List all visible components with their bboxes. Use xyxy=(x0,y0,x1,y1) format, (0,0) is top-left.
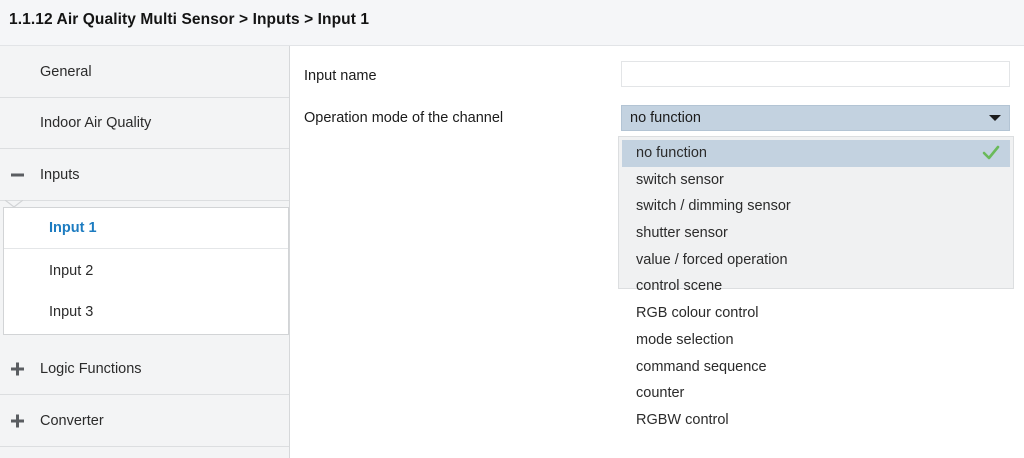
dropdown-option[interactable]: switch / dimming sensor xyxy=(622,193,1010,220)
input-name-label: Input name xyxy=(304,68,377,84)
plus-expander-icon[interactable] xyxy=(11,362,24,375)
parameter-content: Input name Operation mode of the channel… xyxy=(290,46,1024,458)
operation-mode-label: Operation mode of the channel xyxy=(304,110,504,126)
sidebar-subitem-input-3[interactable]: Input 3 xyxy=(4,291,288,332)
dropdown-option-label: switch / dimming sensor xyxy=(636,198,791,215)
dropdown-option-label: value / forced operation xyxy=(636,251,788,268)
dropdown-option[interactable]: RGBW control xyxy=(622,407,1010,434)
dropdown-option[interactable]: switch sensor xyxy=(622,167,1010,194)
dropdown-option-label: no function xyxy=(636,145,707,161)
sidebar-item-label: General xyxy=(40,63,92,80)
dropdown-option[interactable]: control scene xyxy=(622,273,1010,300)
sidebar-item-converter[interactable]: Converter xyxy=(0,395,289,447)
operation-mode-option-list: no function switch sensor switch / dimming… xyxy=(622,140,1010,434)
dropdown-option[interactable]: mode selection xyxy=(622,327,1010,354)
dropdown-option-label: RGB colour control xyxy=(636,305,759,322)
sidebar-item-inputs[interactable]: Inputs xyxy=(0,149,289,201)
dropdown-option-label: shutter sensor xyxy=(636,225,728,242)
sidebar-item-logic-functions[interactable]: Logic Functions xyxy=(0,343,289,395)
sidebar-subitem-label: Input 3 xyxy=(49,303,94,320)
dropdown-option-label: command sequence xyxy=(636,358,767,375)
dropdown-option-label: RGBW control xyxy=(636,411,729,428)
dropdown-option[interactable]: command sequence xyxy=(622,354,1010,381)
sidebar-item-indoor-air-quality[interactable]: Indoor Air Quality xyxy=(0,98,289,149)
sidebar-item-label: Converter xyxy=(40,412,104,429)
sidebar-item-label: Inputs xyxy=(40,166,80,183)
inputs-subpanel: Input 1 Input 2 Input 3 xyxy=(3,207,289,335)
operation-mode-dropdown[interactable]: no function switch sensor switch / dimming… xyxy=(618,136,1014,428)
dropdown-option[interactable]: counter xyxy=(622,380,1010,407)
breadcrumb: 1.1.12 Air Quality Multi Sensor > Inputs… xyxy=(9,11,370,28)
operation-mode-selected-value: no function xyxy=(630,110,701,126)
sidebar: General Indoor Air Quality Inputs Logic … xyxy=(0,46,290,458)
header-bar: 1.1.12 Air Quality Multi Sensor > Inputs… xyxy=(0,0,1024,46)
dropdown-option[interactable]: RGB colour control xyxy=(622,300,1010,327)
sidebar-item-label: Logic Functions xyxy=(40,360,142,377)
sidebar-subitem-input-2[interactable]: Input 2 xyxy=(4,250,288,291)
sidebar-item-filler xyxy=(0,447,289,458)
sidebar-item-label: Indoor Air Quality xyxy=(40,115,152,131)
dropdown-option-label: mode selection xyxy=(636,331,734,348)
sidebar-subitem-input-1[interactable]: Input 1 xyxy=(4,208,288,249)
dropdown-option[interactable]: no function xyxy=(622,140,1010,167)
dropdown-option-label: switch sensor xyxy=(636,171,724,188)
subpanel-notch-icon xyxy=(5,200,23,208)
input-name-field[interactable] xyxy=(621,61,1010,87)
dropdown-option-label: counter xyxy=(636,385,685,402)
dropdown-option[interactable]: value / forced operation xyxy=(622,247,1010,274)
sidebar-subitem-label: Input 2 xyxy=(49,262,94,279)
sidebar-item-general[interactable]: General xyxy=(0,46,289,98)
operation-mode-combobox[interactable]: no function xyxy=(621,105,1010,131)
minus-expander-icon[interactable] xyxy=(11,168,24,181)
checkmark-icon xyxy=(982,145,1000,160)
dropdown-option[interactable]: shutter sensor xyxy=(622,220,1010,247)
dropdown-option-label: control scene xyxy=(636,278,723,295)
plus-expander-icon[interactable] xyxy=(11,414,24,427)
sidebar-subitem-label: Input 1 xyxy=(49,220,97,236)
chevron-down-icon[interactable] xyxy=(989,115,1001,121)
